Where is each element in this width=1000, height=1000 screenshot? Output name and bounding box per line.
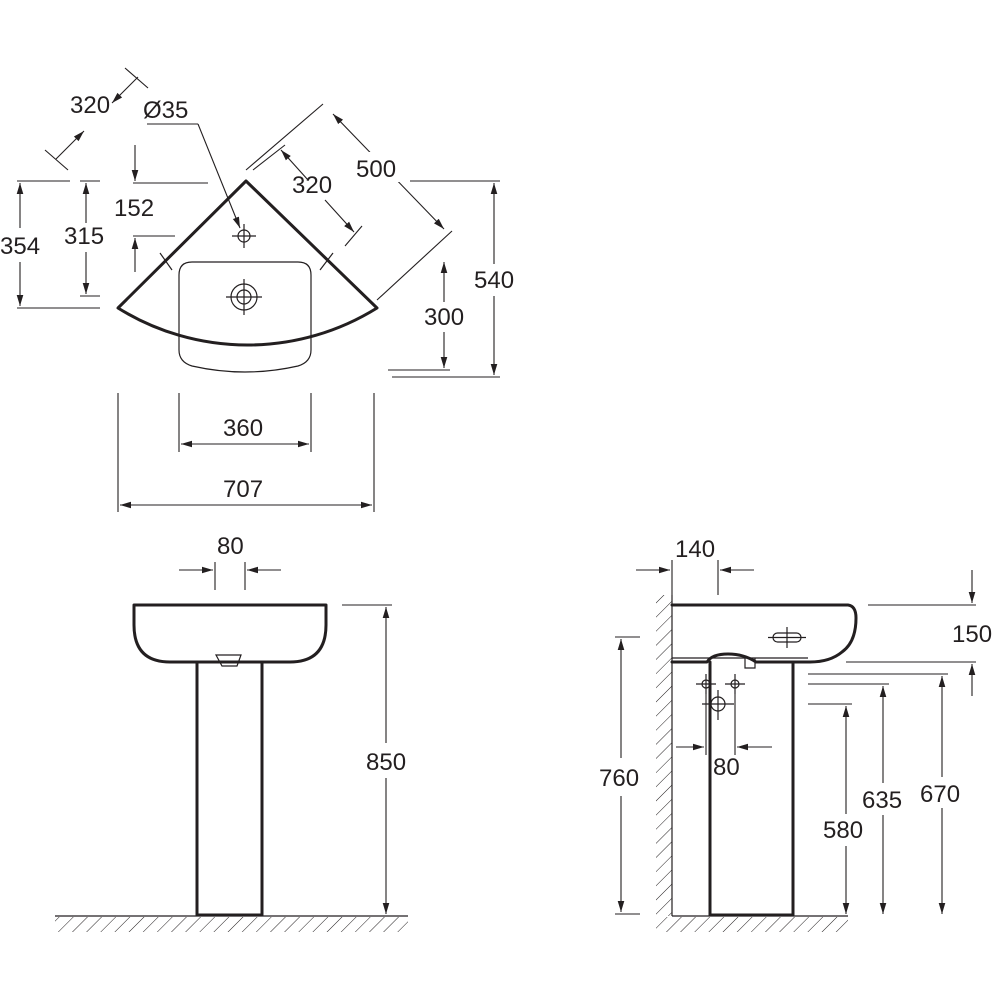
dim-850-label: 850 <box>366 749 406 776</box>
top-view: 320 Ø35 500 320 152 354 315 <box>0 67 514 512</box>
front-basin-outline <box>132 603 328 664</box>
dim-hole-diameter-label: Ø35 <box>143 97 188 124</box>
dim-inner-320-label: 320 <box>292 172 332 199</box>
dim-152-label: 152 <box>114 195 154 222</box>
dim-540-label: 540 <box>474 267 514 294</box>
bowl-outline-top <box>178 261 312 373</box>
dim-315-label: 315 <box>64 223 104 250</box>
dim-500-label: 500 <box>356 156 396 183</box>
dim-354-label: 354 <box>0 233 40 260</box>
dim-707-label: 707 <box>223 476 263 503</box>
dim-140-label: 140 <box>675 536 715 563</box>
dim-670-label: 670 <box>920 781 960 808</box>
front-view: 80 850 <box>55 533 408 932</box>
side-basin-outline <box>670 603 858 664</box>
dim-front-80-label: 80 <box>217 533 244 560</box>
dim-320-diag-label: 320 <box>70 92 110 119</box>
dim-side-80-label: 80 <box>713 754 740 781</box>
front-pedestal-outline <box>195 660 264 917</box>
dim-300-label: 300 <box>424 304 464 331</box>
basin-outline-top <box>116 179 379 347</box>
dim-760-label: 760 <box>599 765 639 792</box>
side-wall-hatch <box>656 595 672 916</box>
dim-360-label: 360 <box>223 415 263 442</box>
waste-outlet-icon <box>226 279 262 315</box>
side-pedestal-outline <box>708 660 795 917</box>
tap-hole-icon <box>232 224 256 248</box>
dim-580-label: 580 <box>823 817 863 844</box>
side-view: 140 150 760 80 635 670 580 <box>599 536 992 932</box>
front-waste-fitting <box>214 654 242 667</box>
side-waste-stub <box>744 658 756 669</box>
overflow-slot-icon <box>768 627 806 648</box>
dim-150-label: 150 <box>952 621 992 648</box>
front-floor-hatch <box>55 917 408 932</box>
side-floor-hatch <box>656 917 848 932</box>
supply-pipe-icons <box>696 674 745 720</box>
dim-635-label: 635 <box>862 787 902 814</box>
